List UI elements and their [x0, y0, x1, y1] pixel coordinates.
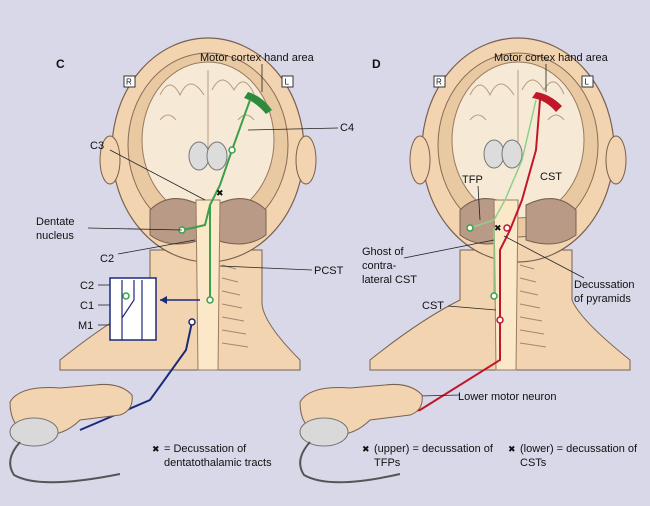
label-c3: C3	[90, 140, 104, 152]
cerebellum-right-c	[215, 198, 267, 245]
label-ghost-line1: Ghost of	[362, 246, 405, 258]
legend-marker-upper-d: ✖	[362, 444, 370, 454]
ear-right-d	[605, 135, 627, 185]
brain-folds-d	[469, 70, 565, 150]
inset-arrowhead-c	[160, 296, 167, 304]
legend-lower-line2: CSTs	[520, 457, 547, 469]
motor-cortex-hand-area-c	[244, 92, 272, 114]
vertebrae-d	[519, 264, 547, 348]
neuron-c2	[206, 296, 214, 304]
legend-lower-line1: (lower) = decussation of	[520, 443, 638, 455]
side-box-r-d	[433, 75, 446, 88]
label-inset-c2: C2	[80, 280, 94, 292]
side-box-l-c	[281, 75, 294, 88]
side-label-r-d: R	[436, 78, 442, 87]
ear-left-d	[409, 135, 431, 185]
neuron-lower-motor	[496, 316, 504, 324]
legend-upper-line2: TFPs	[374, 457, 401, 469]
inset-neuron-c2	[122, 292, 130, 300]
label-decussation-line1: Decussation	[574, 279, 635, 291]
side-box-r-c	[123, 75, 136, 88]
legend-upper-line1: (upper) = decussation of	[374, 443, 494, 455]
corticospinal-tract-d	[359, 99, 541, 421]
thalamus-left-c	[188, 141, 210, 171]
mouse-c	[9, 417, 59, 447]
decussation-marker-d: ✖	[494, 223, 502, 233]
panel-d: ✖ D R L Motor cortex hand area TFP CST G…	[299, 37, 638, 484]
label-lower-motor-neuron: Lower motor neuron	[458, 391, 556, 403]
label-c2: C2	[100, 253, 114, 265]
legend-marker-lower-d: ✖	[508, 444, 516, 454]
motor-cortex-hand-area-d	[532, 92, 562, 112]
label-cst-upper: CST	[540, 171, 562, 183]
vertebrae-c	[221, 264, 249, 348]
side-label-r-c: R	[126, 78, 132, 87]
panel-letter-c: C	[56, 57, 65, 71]
inset-lines-c	[121, 280, 143, 340]
label-ghost-line2: contra-	[362, 260, 397, 272]
leader-lines-d	[403, 64, 585, 397]
label-pcst: PCST	[314, 265, 344, 277]
thalamus-right-c	[206, 141, 228, 171]
inset-box-c	[109, 277, 157, 341]
ear-right-c	[295, 135, 317, 185]
brain-folds-c	[159, 70, 255, 150]
neuron-tfp	[466, 224, 474, 232]
label-dentate-line2: nucleus	[36, 230, 74, 242]
neuron-cst-decussation	[503, 224, 511, 232]
legend-marker-c: ✖	[152, 444, 160, 454]
leader-lines-c	[87, 64, 339, 326]
label-ghost-line3: lateral CST	[362, 274, 417, 286]
label-tfp: TFP	[462, 174, 483, 186]
side-box-l-d	[581, 75, 594, 88]
label-cst-lower: CST	[422, 300, 444, 312]
cerebellum-right-d	[525, 198, 577, 245]
thalamus-right-d	[501, 139, 523, 169]
label-motor-cortex-c: Motor cortex hand area	[200, 52, 315, 64]
legend-c-line1: = Decussation of	[164, 443, 247, 455]
ear-left-c	[99, 135, 121, 185]
panel-c: ✖ C R L Motor co	[9, 37, 354, 484]
legend-c-line2: dentatothalamic tracts	[164, 457, 272, 469]
side-label-l-d: L	[585, 78, 590, 87]
neuron-c4	[228, 146, 236, 154]
mouse-cable-c	[9, 441, 121, 484]
mouse-cable-d	[299, 441, 401, 484]
label-dentate-line1: Dentate	[36, 216, 75, 228]
label-c4: C4	[340, 122, 354, 134]
neuron-m1	[188, 318, 196, 326]
mouse-d	[299, 417, 349, 447]
neuron-ghost-cst	[490, 292, 498, 300]
panel-letter-d: D	[372, 57, 381, 71]
label-inset-c1: C1	[80, 300, 94, 312]
decussation-marker-c: ✖	[216, 188, 224, 198]
cerebellum-left-c	[149, 198, 201, 245]
side-label-l-c: L	[285, 78, 290, 87]
label-decussation-line2: of pyramids	[574, 293, 631, 305]
thalamus-left-d	[483, 139, 505, 169]
label-inset-m1: M1	[78, 320, 93, 332]
label-motor-cortex-d: Motor cortex hand area	[494, 52, 609, 64]
